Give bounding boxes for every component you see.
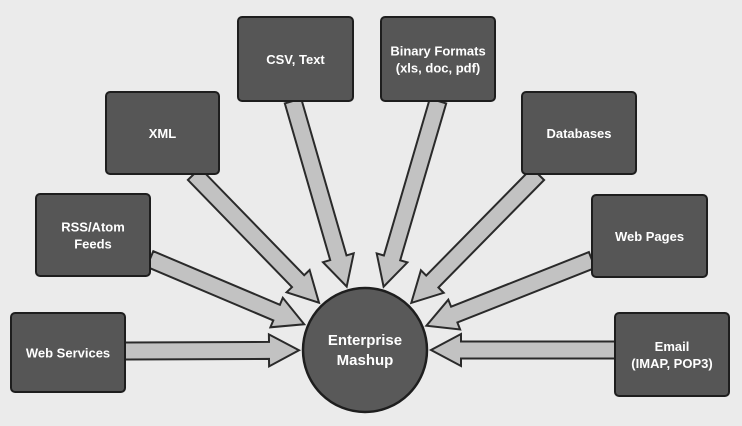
source-email-arrow bbox=[428, 332, 616, 368]
source-email-label-line: (IMAP, POP3) bbox=[631, 356, 712, 371]
enterprise-mashup-label-line: Mashup bbox=[337, 352, 394, 369]
source-binary-formats-arrow bbox=[375, 97, 448, 289]
source-databases-box bbox=[521, 91, 637, 175]
source-databases-arrow bbox=[409, 166, 546, 305]
source-web-services-box bbox=[10, 312, 126, 393]
source-csv-text-arrow bbox=[283, 97, 356, 289]
source-xml-label-line: XML bbox=[149, 126, 177, 141]
source-web-services-label-line: Web Services bbox=[26, 346, 110, 361]
source-binary-formats-label-line: (xls, doc, pdf) bbox=[396, 61, 481, 76]
source-csv-text-label-line: CSV, Text bbox=[266, 52, 325, 67]
enterprise-mashup-label-line: Enterprise bbox=[328, 332, 402, 349]
source-databases-label-line: Databases bbox=[546, 126, 611, 141]
source-rss-atom-feeds-label-line: Feeds bbox=[74, 237, 112, 252]
source-binary-formats-box bbox=[380, 16, 496, 102]
source-rss-atom-feeds-label-line: RSS/Atom bbox=[61, 220, 125, 235]
arrows-layer bbox=[124, 97, 616, 369]
source-csv-text-box bbox=[237, 16, 354, 102]
source-web-pages-label-line: Web Pages bbox=[615, 229, 684, 244]
enterprise-mashup-circle bbox=[301, 286, 429, 414]
source-web-pages-arrow bbox=[424, 250, 597, 331]
source-email-box bbox=[614, 312, 730, 397]
source-binary-formats-label-line: Binary Formats bbox=[390, 44, 485, 59]
source-rss-atom-feeds-box bbox=[35, 193, 151, 277]
source-web-pages-box bbox=[591, 194, 708, 278]
source-xml-arrow bbox=[186, 166, 321, 305]
source-web-services-arrow bbox=[124, 332, 302, 369]
source-xml-box bbox=[105, 91, 220, 175]
source-email-label-line: Email bbox=[655, 339, 690, 354]
source-rss-atom-feeds-arrow bbox=[145, 249, 307, 329]
